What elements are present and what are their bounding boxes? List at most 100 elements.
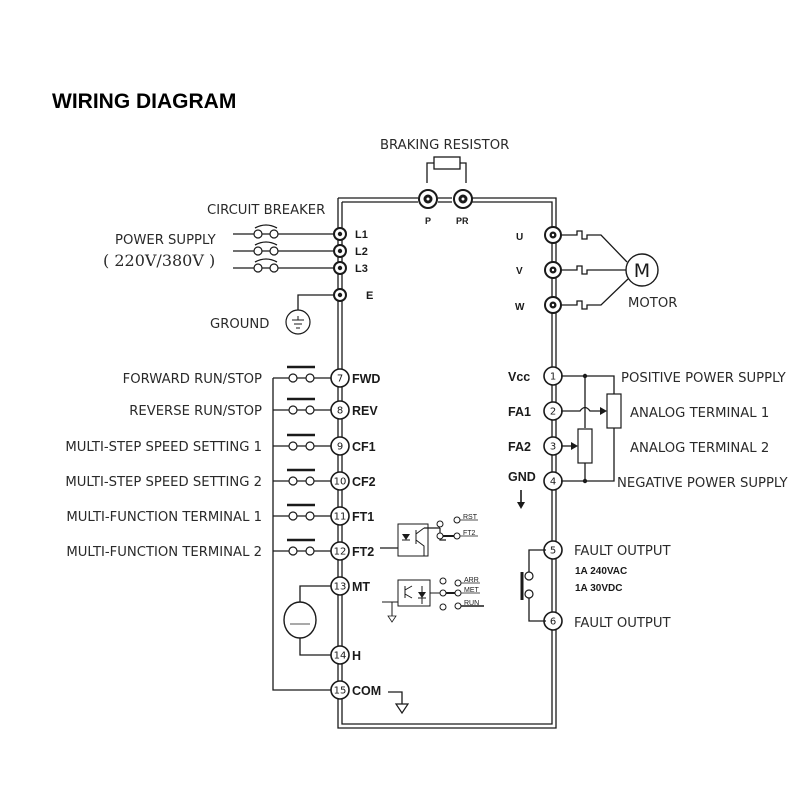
fault-rating-ac: 1A 240VAC bbox=[575, 566, 627, 577]
terminal-15[interactable]: 15 bbox=[330, 680, 350, 700]
terminal-8[interactable]: 8 bbox=[330, 400, 350, 420]
terminal-11-number: 11 bbox=[334, 512, 347, 523]
terminal-u[interactable] bbox=[544, 226, 562, 244]
power-supply-label: POWER SUPPLY bbox=[115, 233, 217, 248]
terminal-13[interactable]: 13 bbox=[330, 576, 350, 596]
terminal-u-label: U bbox=[516, 232, 523, 243]
terminal-14[interactable]: 14 bbox=[330, 645, 350, 665]
input-label: MULTI-FUNCTION TERMINAL 2 bbox=[66, 545, 262, 560]
terminal-3[interactable]: 3 bbox=[543, 436, 563, 456]
terminal-pr-label: PR bbox=[456, 216, 469, 226]
meter-code: H bbox=[352, 649, 361, 663]
terminal-10[interactable]: 10 bbox=[330, 471, 350, 491]
terminal-v-label: V bbox=[516, 266, 523, 277]
terminal-e-label: E bbox=[366, 290, 373, 302]
terminal-7-number: 7 bbox=[337, 374, 343, 385]
switch-icon[interactable] bbox=[287, 468, 315, 486]
terminal-3-number: 3 bbox=[550, 442, 556, 453]
terminal-l2-label: L2 bbox=[355, 246, 368, 258]
terminal-11[interactable]: 11 bbox=[330, 506, 350, 526]
meter-code: MT bbox=[352, 580, 370, 594]
terminal-l1[interactable] bbox=[333, 227, 347, 241]
opto1-option-rst: RST bbox=[463, 514, 478, 521]
switch-icon[interactable] bbox=[287, 397, 315, 415]
diagram-title: WIRING DIAGRAM bbox=[52, 90, 236, 113]
input-label: MULTI-STEP SPEED SETTING 1 bbox=[65, 440, 262, 455]
terminal-e[interactable] bbox=[333, 288, 347, 302]
terminal-5-number: 5 bbox=[550, 546, 556, 557]
terminal-5[interactable]: 5 bbox=[543, 540, 563, 560]
fault-output-6-label: FAULT OUTPUT bbox=[574, 616, 672, 631]
input-code: REV bbox=[352, 404, 378, 418]
analog-row-fa2: 3 FA2 ANALOG TERMINAL 2 bbox=[508, 436, 769, 456]
terminal-14-number: 14 bbox=[334, 651, 347, 662]
terminal-l3-label: L3 bbox=[355, 263, 368, 275]
terminal-1[interactable]: 1 bbox=[543, 366, 563, 386]
terminal-4-number: 4 bbox=[550, 477, 556, 488]
input-row-cf2: 10 CF2 MULTI-STEP SPEED SETTING 2 bbox=[65, 468, 376, 491]
opto2-option-met: MET bbox=[464, 587, 480, 594]
input-label: MULTI-STEP SPEED SETTING 2 bbox=[65, 475, 262, 490]
input-label: MULTI-FUNCTION TERMINAL 1 bbox=[66, 510, 262, 525]
terminal-l3[interactable] bbox=[333, 261, 347, 275]
analog-code: FA2 bbox=[508, 440, 531, 454]
opto2-option-arr: ARR bbox=[464, 577, 479, 584]
terminal-v[interactable] bbox=[544, 261, 562, 279]
terminal-w-label: W bbox=[515, 302, 525, 313]
terminal-10-number: 10 bbox=[334, 477, 347, 488]
terminal-l2[interactable] bbox=[333, 244, 347, 258]
switch-icon[interactable] bbox=[287, 503, 315, 521]
optocoupler-1: RST FT2 bbox=[380, 514, 478, 557]
motor-icon: M bbox=[625, 253, 659, 287]
motor-symbol: M bbox=[634, 260, 650, 282]
terminal-2-number: 2 bbox=[550, 407, 556, 418]
meter-code: COM bbox=[352, 684, 381, 698]
terminal-9[interactable]: 9 bbox=[330, 436, 350, 456]
braking-resistor: BRAKING RESISTOR P PR bbox=[380, 138, 509, 226]
analog-code: FA1 bbox=[508, 405, 531, 419]
terminal-9-number: 9 bbox=[337, 442, 343, 453]
fault-output-5-label: FAULT OUTPUT bbox=[574, 544, 672, 559]
input-label: REVERSE RUN/STOP bbox=[129, 404, 262, 419]
terminal-w[interactable] bbox=[544, 296, 562, 314]
potentiometer-1-icon bbox=[606, 393, 622, 429]
gnd-arrow-icon bbox=[517, 502, 525, 509]
input-code: CF2 bbox=[352, 475, 376, 489]
input-code: FWD bbox=[352, 372, 380, 386]
meter-row-h: 14 H bbox=[330, 645, 361, 665]
terminal-12[interactable]: 12 bbox=[330, 541, 350, 561]
terminal-7[interactable]: 7 bbox=[330, 368, 350, 388]
terminal-p-label: P bbox=[425, 216, 431, 226]
braking-resistor-label: BRAKING RESISTOR bbox=[380, 138, 509, 153]
input-code: FT2 bbox=[352, 545, 374, 559]
terminal-4[interactable]: 4 bbox=[543, 471, 563, 491]
terminal-p[interactable] bbox=[418, 189, 438, 209]
terminal-l1-label: L1 bbox=[355, 229, 368, 241]
analog-label: ANALOG TERMINAL 2 bbox=[630, 441, 769, 456]
switch-icon[interactable] bbox=[287, 365, 315, 383]
switch-icon[interactable] bbox=[287, 538, 315, 556]
terminal-pr[interactable] bbox=[452, 189, 473, 209]
optocoupler-2: ARR MET RUN bbox=[382, 577, 484, 623]
analog-label: NEGATIVE POWER SUPPLY bbox=[617, 476, 788, 491]
switch-icon[interactable] bbox=[287, 433, 315, 451]
power-supply-section: CIRCUIT BREAKER POWER SUPPLY ( 220V/380V… bbox=[103, 203, 373, 335]
terminal-2[interactable]: 2 bbox=[543, 401, 563, 421]
terminal-6[interactable]: 6 bbox=[543, 611, 563, 631]
motor-label: MOTOR bbox=[628, 296, 677, 311]
com-ground-icon bbox=[394, 703, 410, 715]
circuit-breaker-icon[interactable] bbox=[233, 224, 334, 273]
ground-icon bbox=[285, 309, 311, 335]
